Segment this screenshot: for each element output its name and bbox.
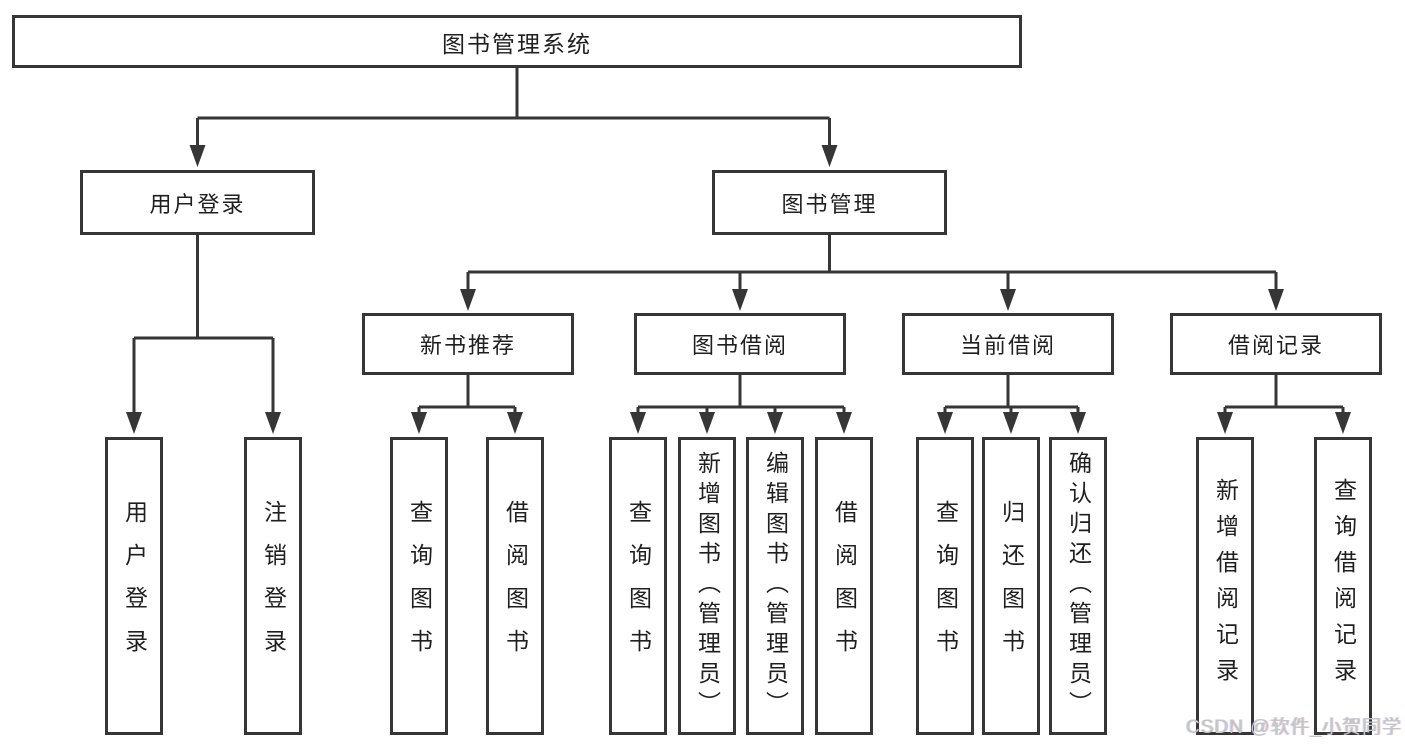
leaf-search-book-borrowing: 查询图书 bbox=[609, 437, 667, 735]
arrow-icon bbox=[126, 412, 142, 434]
arrow-icon bbox=[1335, 412, 1351, 434]
connector-user-login-to-leaves bbox=[132, 235, 275, 414]
arrow-icon bbox=[1217, 412, 1233, 434]
arrow-icon bbox=[699, 412, 715, 434]
connector-book-management-to-level2 bbox=[466, 235, 1278, 291]
arrowheads bbox=[126, 145, 1351, 434]
node-root-system: 图书管理系统 bbox=[12, 15, 1022, 68]
leaf-add-borrow-record: 新增借阅记录 bbox=[1196, 437, 1254, 735]
leaf-add-book-admin: 新增图书（管理员） bbox=[678, 437, 736, 735]
arrow-icon bbox=[767, 412, 783, 434]
node-book-borrowing: 图书借阅 bbox=[634, 313, 846, 375]
leaf-search-book-current: 查询图书 bbox=[916, 437, 974, 735]
arrow-icon bbox=[189, 145, 206, 167]
arrow-icon bbox=[836, 412, 852, 434]
leaf-edit-book-admin: 编辑图书（管理员） bbox=[746, 437, 804, 735]
csdn-watermark: CSDN @软件_小贺同学 bbox=[1186, 717, 1402, 738]
leaf-confirm-return-admin: 确认归还（管理员） bbox=[1049, 437, 1107, 735]
arrow-icon bbox=[460, 289, 476, 311]
leaf-borrow-book-borrowing: 借阅图书 bbox=[815, 437, 873, 735]
leaf-search-borrow-record: 查询借阅记录 bbox=[1314, 437, 1372, 735]
arrow-icon bbox=[630, 412, 646, 434]
node-book-management: 图书管理 bbox=[712, 170, 947, 235]
connector-new-book-recommend-to-leaves bbox=[417, 375, 517, 414]
arrow-icon bbox=[507, 412, 523, 434]
connector-current-borrowing-to-leaves bbox=[943, 375, 1080, 414]
leaf-search-book-recommend: 查询图书 bbox=[390, 437, 448, 735]
arrow-icon bbox=[821, 145, 838, 167]
node-new-book-recommend: 新书推荐 bbox=[362, 313, 574, 375]
connector-book-borrowing-to-leaves bbox=[636, 375, 846, 414]
connector-borrowing-records-to-leaves bbox=[1223, 375, 1345, 414]
leaf-return-book: 归还图书 bbox=[982, 437, 1040, 735]
arrow-icon bbox=[937, 412, 953, 434]
connector-root-to-level1 bbox=[196, 68, 831, 147]
leaf-user-login: 用户登录 bbox=[105, 437, 163, 735]
leaf-logout: 注销登录 bbox=[244, 437, 302, 735]
arrow-icon bbox=[732, 289, 748, 311]
leaf-borrow-book-recommend: 借阅图书 bbox=[486, 437, 544, 735]
node-user-login-module: 用户登录 bbox=[80, 170, 315, 235]
node-current-borrowing: 当前借阅 bbox=[902, 313, 1114, 375]
arrow-icon bbox=[1268, 289, 1284, 311]
arrow-icon bbox=[1003, 412, 1019, 434]
node-borrowing-records: 借阅记录 bbox=[1170, 313, 1382, 375]
arrow-icon bbox=[411, 412, 427, 434]
arrow-icon bbox=[1070, 412, 1086, 434]
arrow-icon bbox=[265, 412, 281, 434]
arrow-icon bbox=[1000, 289, 1016, 311]
